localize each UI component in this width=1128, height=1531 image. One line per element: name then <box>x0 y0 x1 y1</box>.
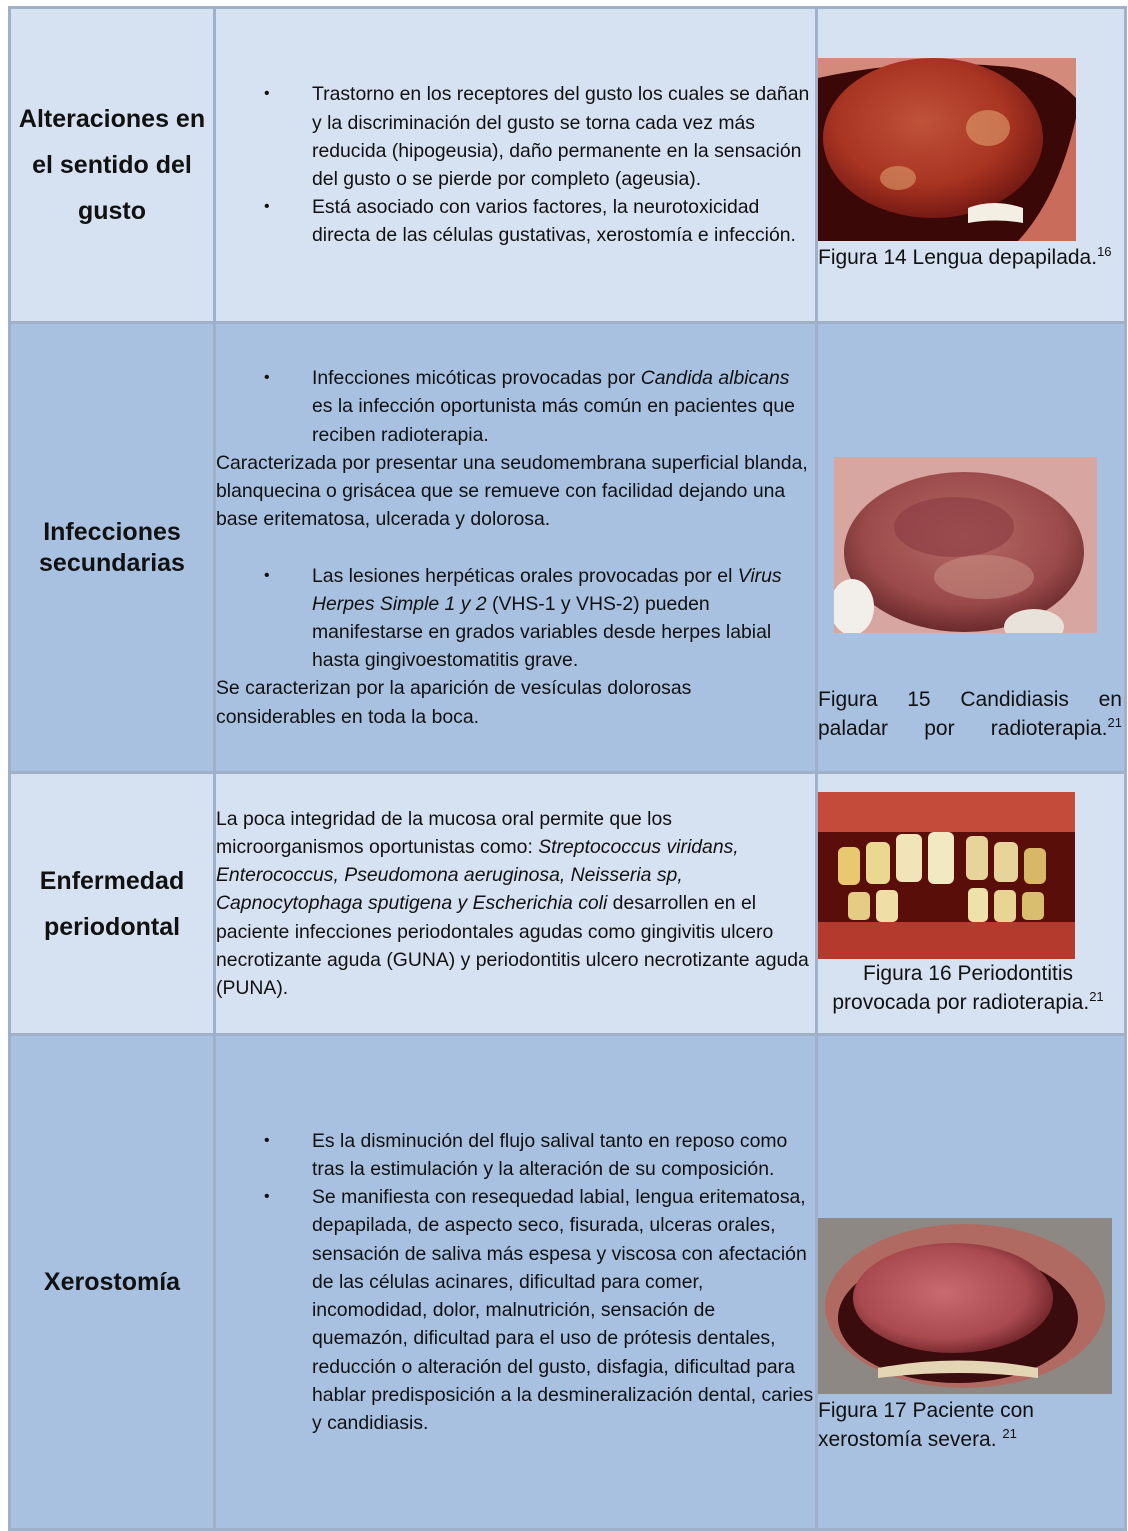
text-span: (VHS-1 y VHS-2) pueden manifestarse en g… <box>312 592 772 672</box>
caption-text: Figura 16 Periodontitis provocada por ra… <box>832 962 1090 1014</box>
caption-text: Figura 15 Candidiasis en paladar por rad… <box>818 688 1122 740</box>
row-description: Es la disminución del flujo salival tant… <box>213 1033 818 1531</box>
tongue-photo <box>818 58 1076 241</box>
oral-complications-table: Alteraciones en el sentido del gusto Tra… <box>8 6 1127 1531</box>
table-row: Xerostomía Es la disminución del flujo s… <box>8 1033 1127 1531</box>
paragraph: Caracterizada por presentar una seudomem… <box>216 451 808 531</box>
teeth-photo <box>818 792 1075 959</box>
list-item: Está asociado con varios factores, la ne… <box>216 193 815 249</box>
row-label: Alteraciones en el sentido del gusto <box>8 6 216 324</box>
text-span: La poca integridad de la mucosa oral per… <box>216 807 672 858</box>
paragraph: Se caracterizan por la aparición de vesí… <box>216 677 692 728</box>
row-description: Trastorno en los receptores del gusto lo… <box>213 6 818 324</box>
reference-number: 16 <box>1097 244 1112 259</box>
palate-photo <box>834 457 1097 633</box>
figure-caption: Figura 14 Lengua depapilada.16 <box>818 243 1124 272</box>
row-description: La poca integridad de la mucosa oral per… <box>213 771 818 1036</box>
bullet-list: Trastorno en los receptores del gusto lo… <box>216 80 815 249</box>
bullet-list: Infecciones micóticas provocadas por Can… <box>216 364 815 449</box>
row-label-text: Infecciones secundarias <box>39 517 185 577</box>
list-item: Se manifiesta con resequedad labial, len… <box>216 1183 815 1437</box>
reference-number: 21 <box>1107 715 1122 730</box>
bullet-list: Es la disminución del flujo salival tant… <box>216 1127 815 1437</box>
figure-cell: Figura 16 Periodontitis provocada por ra… <box>815 771 1127 1036</box>
text-span: desarrollen en el paciente infecciones p… <box>216 892 809 999</box>
caption-text: Figura 14 Lengua depapilada. <box>818 246 1098 269</box>
list-item: Infecciones micóticas provocadas por Can… <box>216 364 815 449</box>
caption-text: Figura 17 Paciente con xerostomía severa… <box>818 1399 1034 1451</box>
paragraph: La poca integridad de la mucosa oral per… <box>216 805 815 1002</box>
species-name: Candida albicans <box>640 367 790 390</box>
list-item: Es la disminución del flujo salival tant… <box>216 1127 815 1183</box>
reference-number: 21 <box>1002 1426 1017 1441</box>
reference-number: 21 <box>1089 989 1104 1004</box>
figure-cell: Figura 15 Candidiasis en paladar por rad… <box>815 321 1127 774</box>
row-label-text: Alteraciones en el sentido del gusto <box>18 105 206 225</box>
row-description: Infecciones micóticas provocadas por Can… <box>213 321 818 774</box>
list-item: Las lesiones herpéticas orales provocada… <box>216 562 815 675</box>
list-item: Trastorno en los receptores del gusto lo… <box>216 80 815 193</box>
table-row: Enfermedad periodontal La poca integrida… <box>8 771 1127 1036</box>
table-row: Alteraciones en el sentido del gusto Tra… <box>8 6 1127 324</box>
figure-caption: Figura 16 Periodontitis provocada por ra… <box>818 959 1124 1017</box>
row-label-text: Xerostomía <box>43 1268 181 1296</box>
row-label: Infecciones secundarias <box>8 321 216 774</box>
table-row: Infecciones secundarias Infecciones micó… <box>8 321 1127 774</box>
text-span: Infecciones micóticas provocadas por <box>312 367 641 390</box>
text-span: es la infección oportunista más común en… <box>312 395 795 446</box>
figure-cell: Figura 17 Paciente con xerostomía severa… <box>815 1033 1127 1531</box>
species-list: Streptococcus viridans, Enterococcus, Ps… <box>216 835 739 915</box>
figure-caption: Figura 17 Paciente con xerostomía severa… <box>818 1396 1124 1454</box>
figure-cell: Figura 14 Lengua depapilada.16 <box>815 6 1127 324</box>
virus-name: Virus Herpes Simple 1 y 2 <box>312 564 782 615</box>
row-label: Enfermedad periodontal <box>8 771 216 1036</box>
bullet-list: Las lesiones herpéticas orales provocada… <box>216 562 815 675</box>
text-span: Las lesiones herpéticas orales provocada… <box>312 564 738 587</box>
row-label: Xerostomía <box>8 1033 216 1531</box>
figure-caption: Figura 15 Candidiasis en paladar por rad… <box>818 685 1124 743</box>
row-label-text: Enfermedad periodontal <box>39 866 185 941</box>
dry-mouth-photo <box>818 1218 1112 1394</box>
